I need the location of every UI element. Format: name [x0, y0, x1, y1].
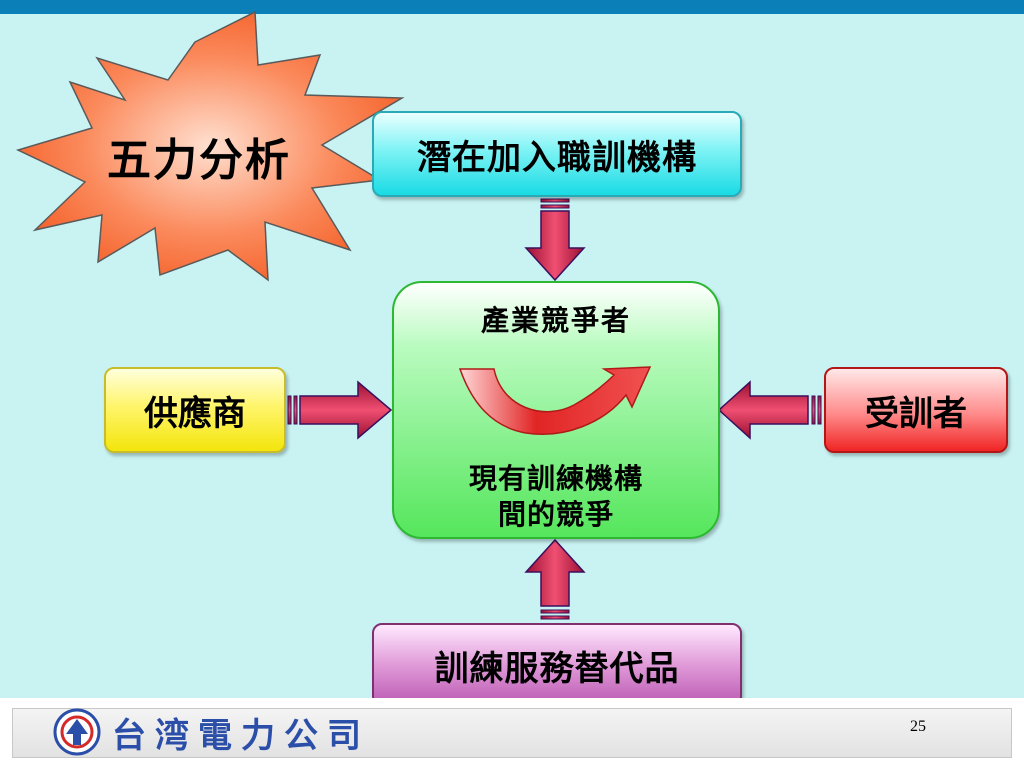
company-name: 台湾電力公司: [112, 716, 370, 756]
rivalry-curved-arrow-icon: [458, 366, 652, 435]
node-buyers: 受訓者: [824, 367, 1008, 453]
arrow-from-entrants: [524, 198, 586, 282]
page-number: 25: [910, 718, 926, 735]
starburst-shape: [15, 10, 405, 282]
industry-rivalry-line1: 現有訓練機構: [468, 462, 643, 495]
node-substitutes: 訓練服務替代品: [372, 623, 742, 707]
footer: [0, 698, 1024, 768]
industry-title: 產業競爭者: [480, 304, 631, 337]
industry-rivalry-text: 現有訓練機構 間的競爭: [394, 461, 718, 533]
node-potential-entrants: 潛在加入職訓機構: [372, 111, 742, 197]
node-industry-competitors: 產業競爭者 現有訓練機構 間的競爭: [392, 281, 720, 539]
industry-rivalry-line2: 間的競爭: [497, 498, 614, 531]
arrow-from-substitutes: [524, 538, 586, 620]
diagram-title: 五力分析: [107, 135, 291, 186]
footer-bar: [12, 708, 1012, 758]
node-suppliers: 供應商: [104, 367, 286, 453]
arrow-from-buyers: [717, 380, 822, 440]
company-logo-icon: [53, 708, 101, 756]
arrow-from-suppliers: [287, 380, 393, 440]
top-bar: [0, 0, 1024, 14]
